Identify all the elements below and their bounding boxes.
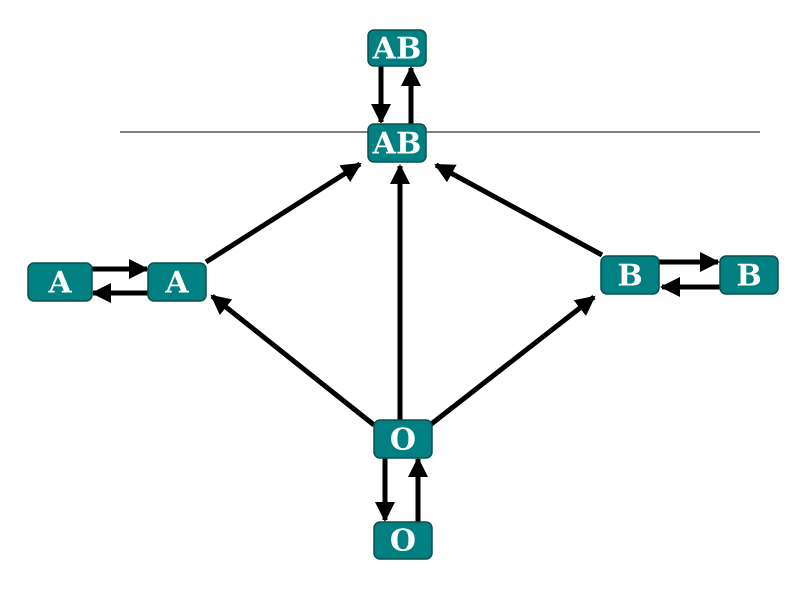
- node-a-right: A: [147, 262, 207, 302]
- node-a-left: A: [27, 262, 93, 302]
- nodes: AB AB A A B B O O: [27, 29, 779, 560]
- node-ab-top: AB: [367, 29, 427, 67]
- node-o-bottom-label: O: [390, 524, 416, 559]
- arrows: [91, 66, 721, 523]
- node-o-top-label: O: [390, 423, 416, 458]
- node-ab-top-label: AB: [372, 32, 422, 67]
- arrow-a-to-ab: [204, 161, 362, 265]
- arrow-o-to-a: [210, 294, 376, 427]
- arrow-b-to-ab: [434, 162, 604, 258]
- node-ab: AB: [367, 123, 427, 163]
- node-b-left: B: [600, 255, 660, 295]
- node-b-left-label: B: [617, 259, 642, 294]
- node-a-right-label: A: [164, 266, 189, 301]
- node-b-right-label: B: [736, 259, 761, 294]
- node-o-top: O: [373, 419, 433, 459]
- node-b-right: B: [719, 255, 779, 295]
- node-ab-label: AB: [372, 127, 422, 162]
- arrow-o-to-b: [428, 295, 596, 427]
- node-o-bottom: O: [373, 521, 433, 560]
- node-a-left-label: A: [47, 266, 72, 301]
